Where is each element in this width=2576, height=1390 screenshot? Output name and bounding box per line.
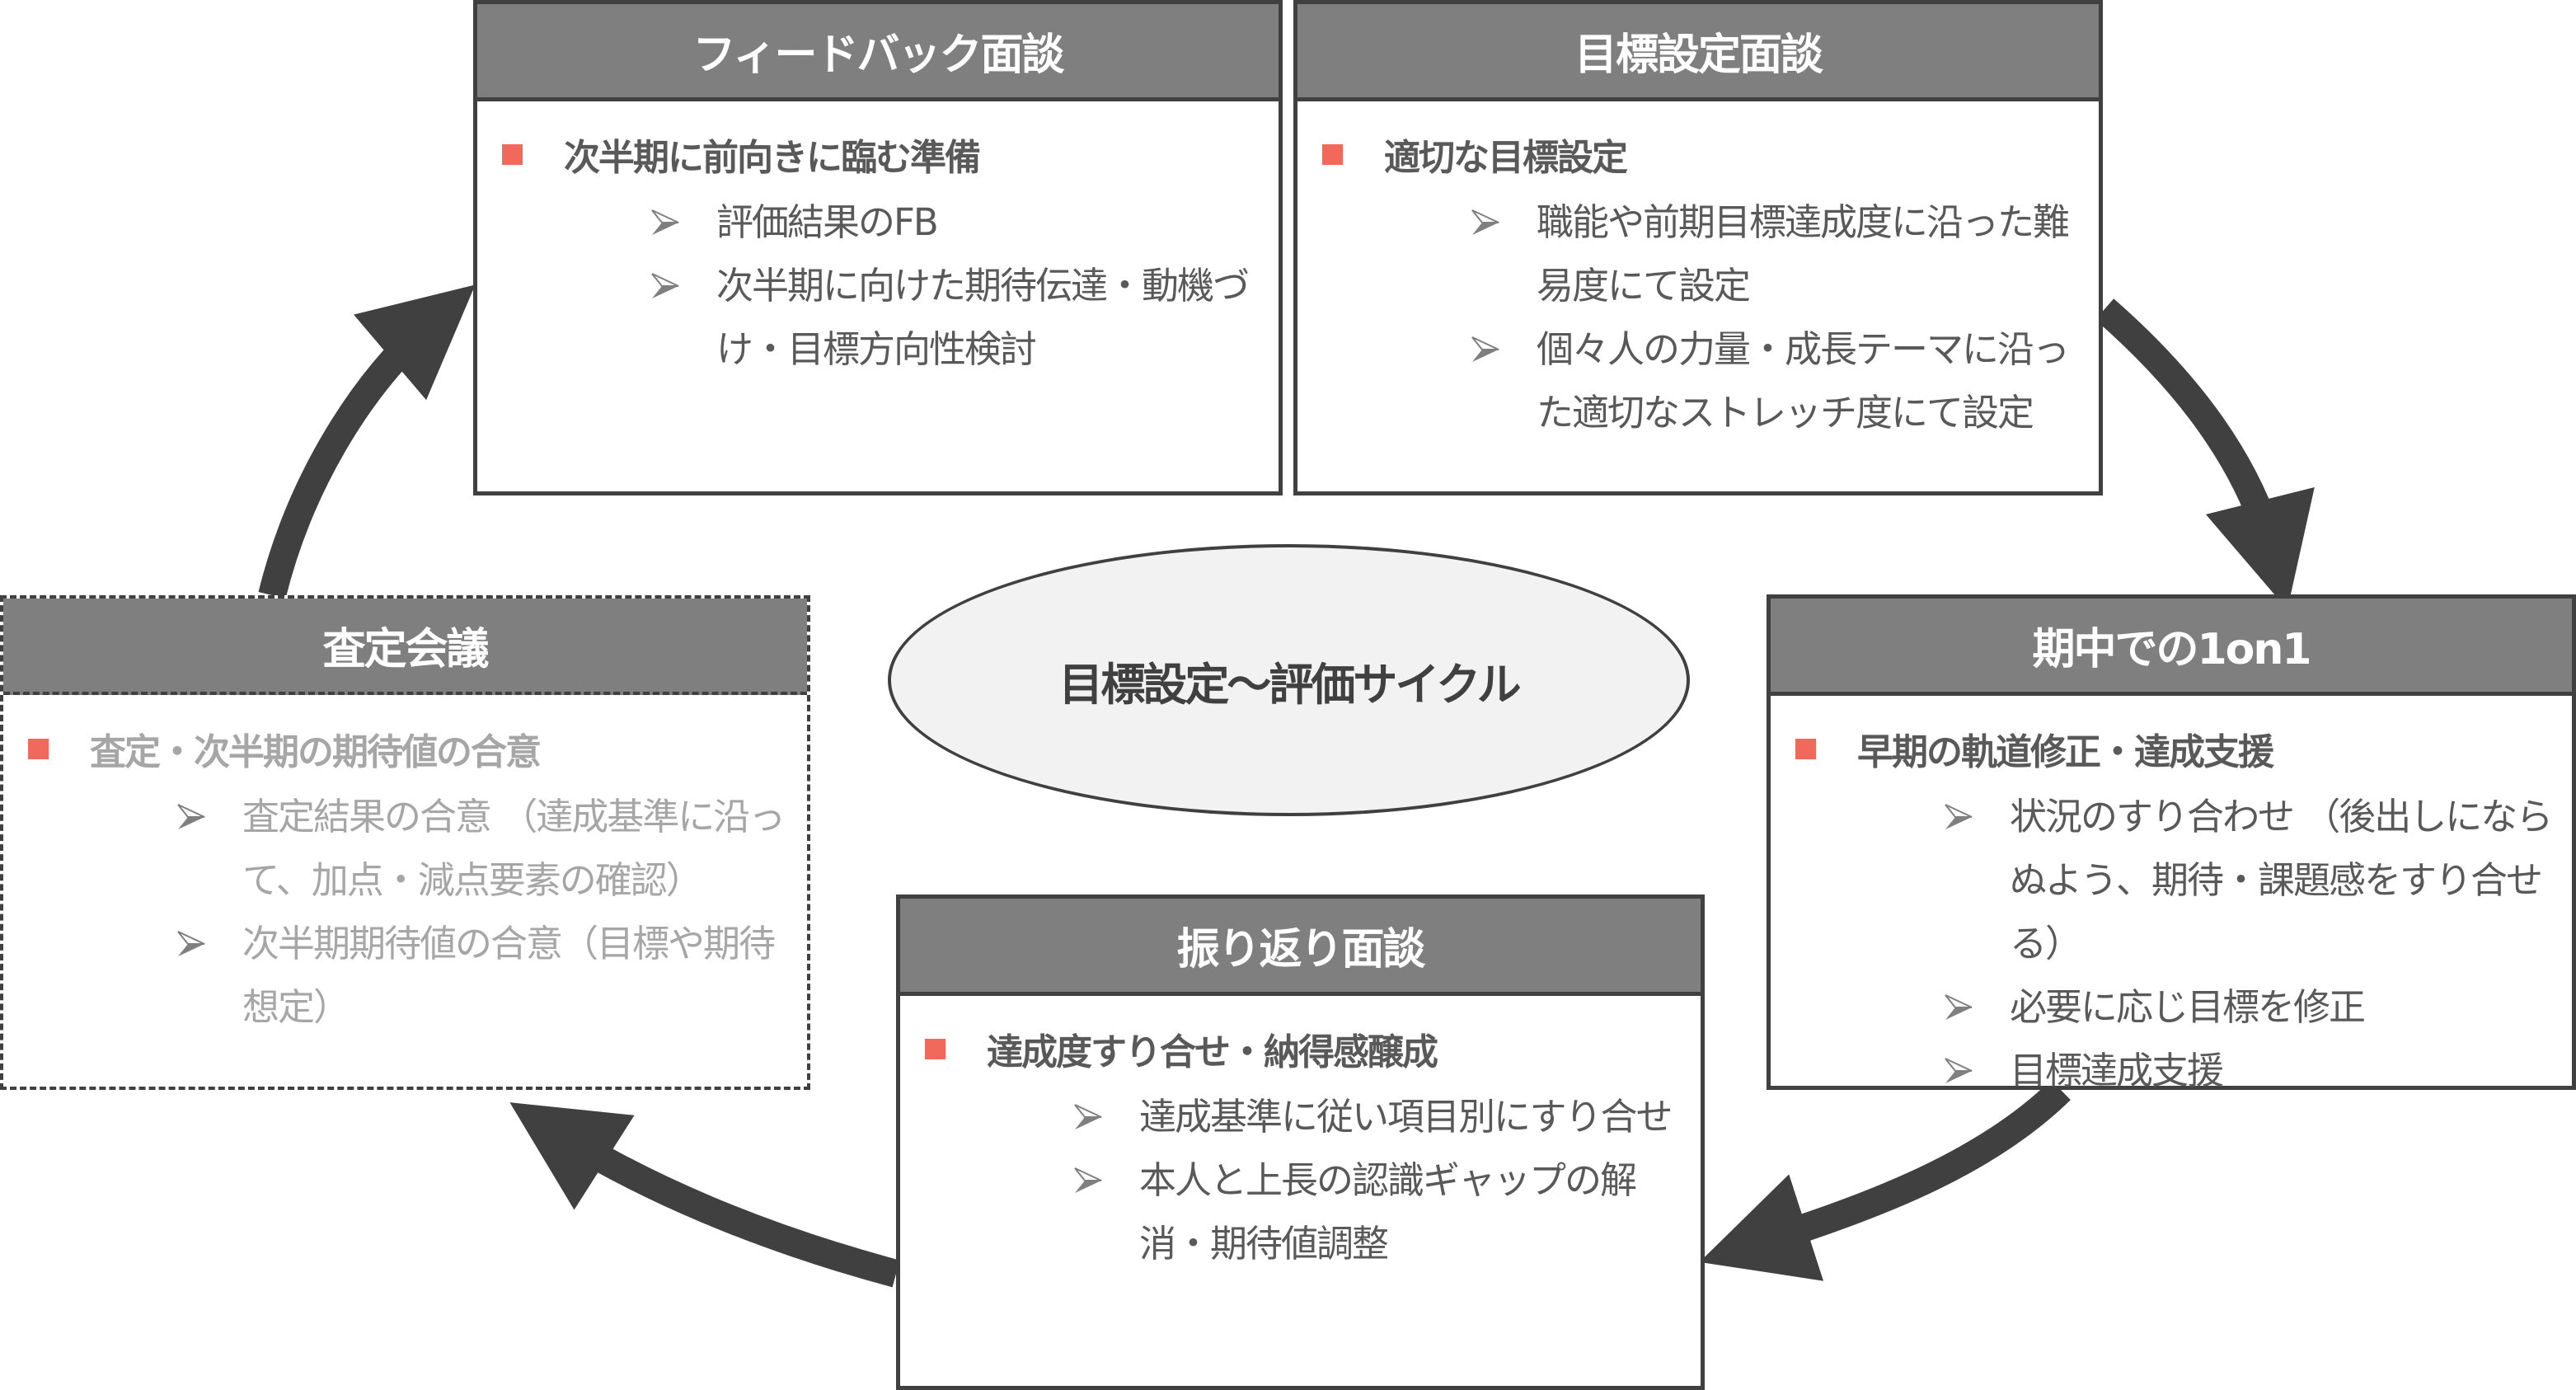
assessment-meeting-box: 査定会議 査定・次半期の期待値の合意 査定結果の合意 （達成基準に沿って、加点・…: [0, 595, 810, 1090]
item-text: 本人と上長の認識ギャップの解消・期待値調整: [1139, 1158, 1637, 1266]
item-text: 個々人の力量・成長テーマに沿った適切なストレッチ度にて設定: [1537, 327, 2070, 434]
item-text: 目標達成支援: [2010, 1049, 2224, 1092]
goal-setting-interview-box: 目標設定面談 適切な目標設定 職能や前期目標達成度に沿った難易度にて設定 個々人…: [1293, 0, 2103, 495]
square-bullet-icon: [1322, 143, 1343, 165]
list-item: 次半期期待値の合意（目標や期待想定）: [176, 912, 791, 1039]
item-text: 次半期に向けた期待伝達・動機づけ・目標方向性検討: [716, 264, 1250, 371]
list-item: 評価結果のFB: [650, 190, 1262, 254]
list-item: 次半期に向けた期待伝達・動機づけ・目標方向性検討: [650, 254, 1262, 381]
item-text: 査定結果の合意 （達成基準に沿って、加点・減点要素の確認）: [242, 795, 786, 902]
lead-text: 次半期に前向きに臨む準備: [564, 137, 981, 179]
arrowhead-bullet-icon: [1073, 1148, 1106, 1212]
arrowhead-bullet-icon: [1471, 317, 1504, 381]
review-interview-box: 振り返り面談 達成度すり合せ・納得感醸成 達成基準に従い項目別にすり合せ 本人と…: [896, 895, 1705, 1390]
arrowhead-bullet-icon: [1471, 190, 1504, 254]
lead-text: 査定・次半期の期待値の合意: [90, 731, 542, 773]
box-header: フィードバック面談: [477, 4, 1279, 101]
curved-arrow-icon: [258, 284, 476, 599]
curved-arrow-icon: [1699, 1079, 2071, 1281]
item-text: 次半期期待値の合意（目標や期待想定）: [242, 922, 776, 1029]
arrowhead-bullet-icon: [1944, 975, 1977, 1039]
box-header: 査定会議: [3, 599, 807, 695]
arrowhead-bullet-icon: [1944, 785, 1977, 848]
midterm-1on1-box: 期中での1on1 早期の軌道修正・達成支援 状況のすり合わせ （後出しにならぬよ…: [1767, 594, 2576, 1092]
box-header: 目標設定面談: [1297, 4, 2099, 101]
cycle-title: 目標設定～評価サイクル: [1058, 658, 1521, 711]
item-text: 職能や前期目標達成度に沿った難易度にて設定: [1537, 200, 2070, 308]
arrowhead-bullet-icon: [1073, 1085, 1106, 1148]
curved-arrow-icon: [509, 1102, 900, 1288]
arrowhead-bullet-icon: [650, 254, 683, 317]
arrowhead-bullet-icon: [176, 785, 209, 848]
curved-arrow-icon: [2095, 298, 2315, 610]
list-item: 個々人の力量・成長テーマに沿った適切なストレッチ度にて設定: [1471, 317, 2082, 444]
lead-text: 達成度すり合せ・納得感醸成: [987, 1031, 1438, 1073]
lead-text: 早期の軌道修正・達成支援: [1857, 731, 2274, 773]
square-bullet-icon: [1795, 738, 1816, 759]
cycle-title-ellipse: 目標設定～評価サイクル: [888, 544, 1690, 816]
list-item: 状況のすり合わせ （後出しにならぬよう、期待・課題感をすり合せる）: [1944, 785, 2555, 975]
lead-text: 適切な目標設定: [1384, 137, 1628, 179]
square-bullet-icon: [502, 143, 523, 165]
list-item: 査定結果の合意 （達成基準に沿って、加点・減点要素の確認）: [176, 785, 791, 912]
box-header: 振り返り面談: [900, 899, 1701, 996]
item-text: 状況のすり合わせ （後出しにならぬよう、期待・課題感をすり合せる）: [2010, 795, 2553, 965]
arrowhead-bullet-icon: [176, 912, 209, 975]
list-item: 職能や前期目標達成度に沿った難易度にて設定: [1471, 190, 2082, 317]
item-text: 必要に応じ目標を修正: [2010, 985, 2366, 1029]
list-item: 本人と上長の認識ギャップの解消・期待値調整: [1073, 1148, 1684, 1275]
list-item: 達成基準に従い項目別にすり合せ: [1073, 1085, 1684, 1148]
box-header: 期中での1on1: [1771, 599, 2572, 696]
arrowhead-bullet-icon: [1944, 1039, 1977, 1102]
list-item: 必要に応じ目標を修正: [1944, 975, 2555, 1039]
feedback-interview-box: フィードバック面談 次半期に前向きに臨む準備 評価結果のFB 次半期に向けた期待…: [473, 0, 1283, 495]
item-text: 達成基準に従い項目別にすり合せ: [1139, 1095, 1673, 1139]
square-bullet-icon: [925, 1038, 945, 1059]
square-bullet-icon: [28, 738, 49, 759]
arrowhead-bullet-icon: [650, 190, 683, 254]
item-text: 評価結果のFB: [716, 200, 939, 244]
list-item: 目標達成支援: [1944, 1039, 2555, 1102]
